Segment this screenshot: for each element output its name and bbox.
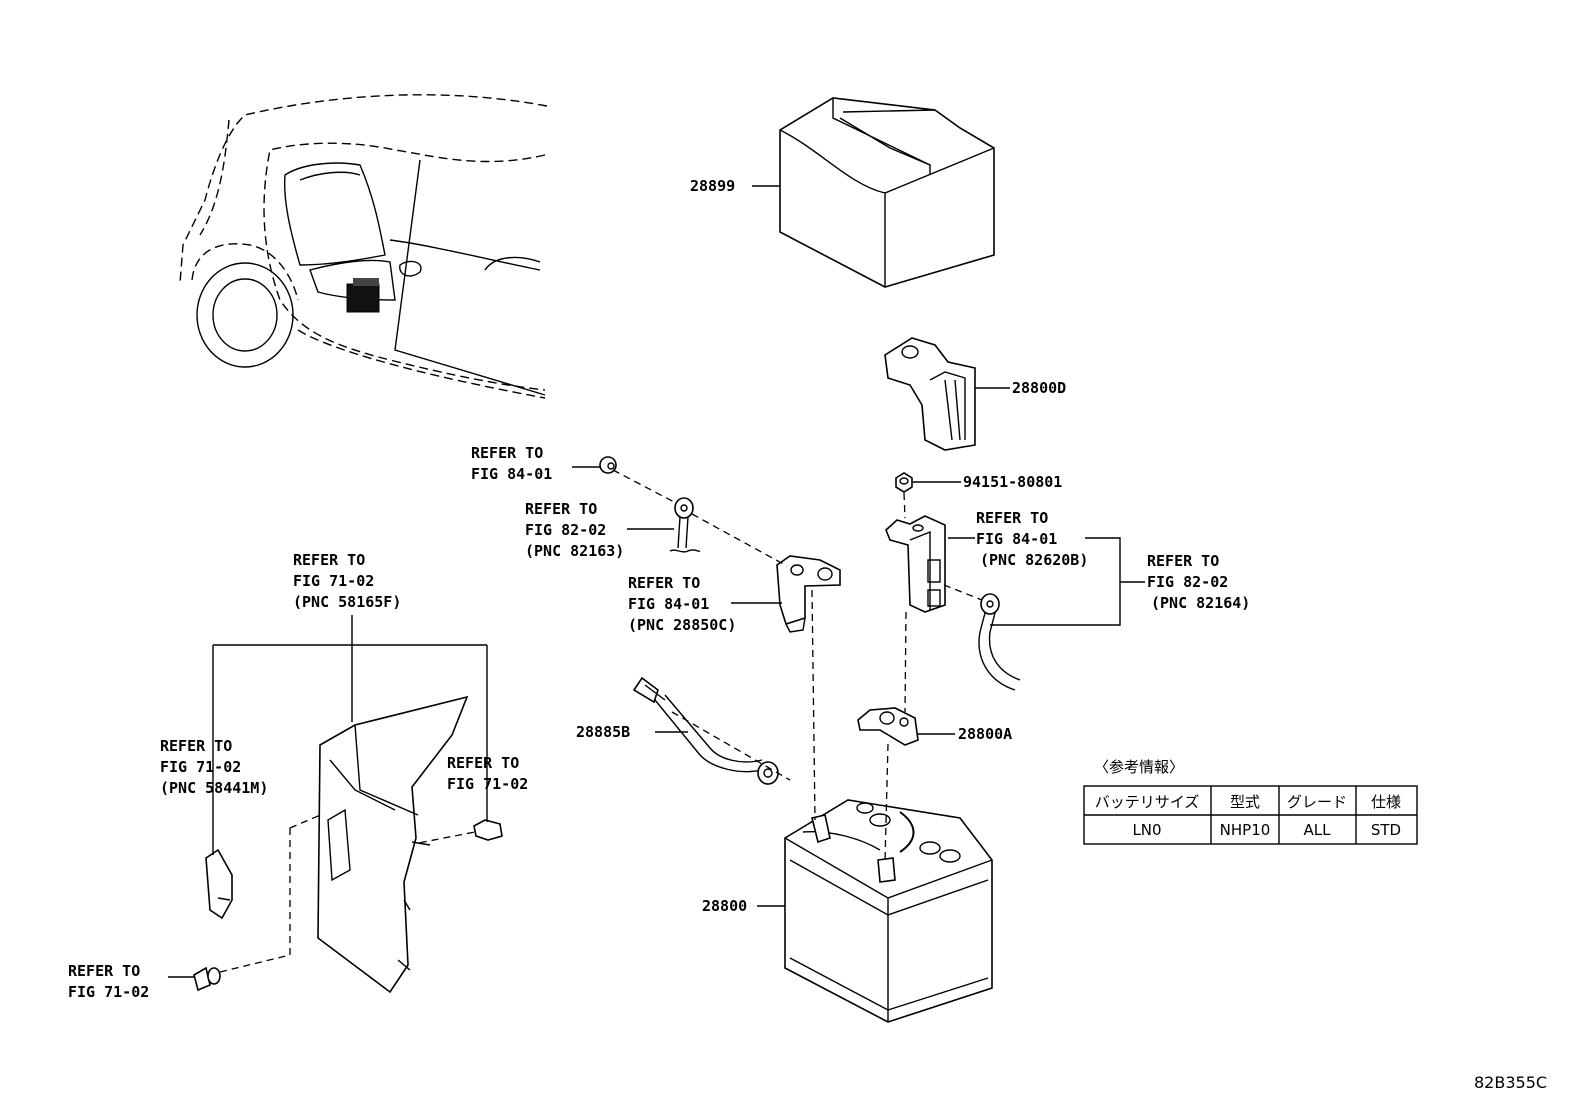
reference-note-pnc-58165f: REFER TO FIG 71-02 (PNC 58165F) [293, 551, 401, 611]
info-header-battery-size: バッテリサイズ [1095, 793, 1200, 811]
svg-text:(PNC 28850C): (PNC 28850C) [628, 616, 736, 634]
part-number-28885B: 28885B [576, 723, 630, 741]
svg-text:(PNC 82163): (PNC 82163) [525, 542, 624, 560]
info-header-model: 型式 [1230, 793, 1260, 811]
part-number-28899: 28899 [690, 177, 735, 195]
vehicle-overview-illustration [179, 94, 548, 399]
terminal-cover [884, 337, 976, 451]
nut [895, 472, 913, 493]
part-number-28800A: 28800A [958, 725, 1012, 743]
svg-text:FIG 82-02: FIG 82-02 [1147, 573, 1228, 591]
reference-note-pnc-82620b: REFER TO FIG 84-01 (PNC 82620B) [976, 509, 1088, 569]
ring-terminal [669, 497, 701, 553]
svg-text:REFER TO: REFER TO [293, 551, 365, 569]
svg-text:(PNC 82620B): (PNC 82620B) [980, 551, 1088, 569]
reference-note-pnc-58441m: REFER TO FIG 71-02 (PNC 58441M) [160, 737, 268, 797]
reference-note-pnc-82164: REFER TO FIG 82-02 (PNC 82164) [1147, 552, 1250, 612]
clip [205, 848, 233, 920]
svg-text:FIG 82-02: FIG 82-02 [525, 521, 606, 539]
reference-info-table: 〈参考情報〉 バッテリサイズ 型式 グレード 仕様 LN0 NHP10 ALL … [1083, 758, 1418, 845]
part-number-94151-80801: 94151-80801 [963, 473, 1062, 491]
info-header-spec: 仕様 [1371, 793, 1401, 811]
svg-text:REFER TO: REFER TO [525, 500, 597, 518]
info-cell-battery-size: LN0 [1132, 821, 1161, 839]
reference-note-pnc-82163: REFER TO FIG 82-02 (PNC 82163) [525, 500, 624, 560]
svg-text:FIG 84-01: FIG 84-01 [976, 530, 1057, 548]
reference-note-pnc-28850c: REFER TO FIG 84-01 (PNC 28850C) [628, 574, 736, 634]
svg-text:FIG 71-02: FIG 71-02 [447, 775, 528, 793]
push-rivet [193, 966, 221, 992]
battery-location-marker [346, 283, 380, 313]
current-sensor [776, 555, 841, 633]
battery-clamp [857, 707, 919, 746]
svg-text:FIG 84-01: FIG 84-01 [471, 465, 552, 483]
part-number-28800: 28800 [702, 897, 747, 915]
svg-text:FIG 71-02: FIG 71-02 [160, 758, 241, 776]
retainer-clip [473, 819, 503, 841]
svg-text:REFER TO: REFER TO [160, 737, 232, 755]
reference-note-fig71-02-clip: REFER TO FIG 71-02 [447, 754, 528, 793]
info-header-grade: グレード [1287, 793, 1347, 811]
reference-leaders [168, 466, 1145, 978]
svg-text:FIG 84-01: FIG 84-01 [628, 595, 709, 613]
svg-text:REFER TO: REFER TO [628, 574, 700, 592]
svg-text:(PNC 58441M): (PNC 58441M) [160, 779, 268, 797]
svg-text:(PNC 58165F): (PNC 58165F) [293, 593, 401, 611]
washer [599, 456, 617, 474]
terminal-bracket [885, 515, 946, 613]
figure-code: 82B355C [1474, 1073, 1547, 1092]
reference-note-fig71-02-rivet: REFER TO FIG 71-02 [68, 962, 149, 1001]
reference-note-fig84-01-washer: REFER TO FIG 84-01 [471, 444, 552, 483]
svg-text:FIG 71-02: FIG 71-02 [293, 572, 374, 590]
part-number-28800D: 28800D [1012, 379, 1066, 397]
battery-cover [779, 97, 995, 288]
svg-text:(PNC 82164): (PNC 82164) [1151, 594, 1250, 612]
svg-text:REFER TO: REFER TO [447, 754, 519, 772]
svg-text:REFER TO: REFER TO [976, 509, 1048, 527]
battery-tray-panel [317, 695, 469, 994]
svg-text:FIG 71-02: FIG 71-02 [68, 983, 149, 1001]
svg-text:REFER TO: REFER TO [471, 444, 543, 462]
info-cell-grade: ALL [1304, 821, 1332, 839]
battery [784, 799, 993, 1023]
positive-cable [632, 676, 779, 785]
svg-text:REFER TO: REFER TO [1147, 552, 1219, 570]
info-table-title: 〈参考情報〉 [1094, 758, 1184, 776]
info-cell-spec: STD [1371, 821, 1401, 839]
negative-cable [978, 593, 1021, 691]
info-cell-model: NHP10 [1220, 821, 1271, 839]
svg-text:REFER TO: REFER TO [68, 962, 140, 980]
